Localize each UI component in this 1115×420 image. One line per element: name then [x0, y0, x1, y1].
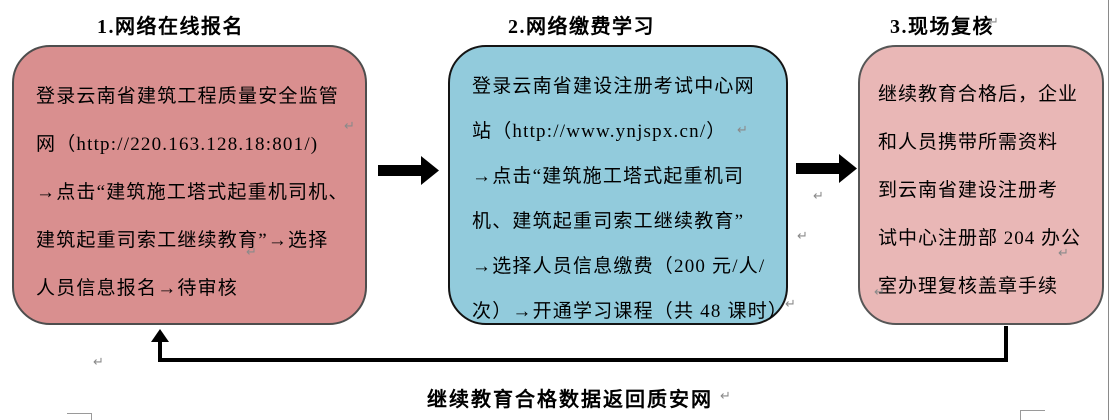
paragraph-mark-icon: ↵: [93, 355, 104, 370]
step-2-text-line: 登录云南省建设注册考试中心网: [472, 76, 755, 97]
step-2-title: 2.网络缴费学习: [508, 16, 655, 38]
step-1-title: 1.网络在线报名: [97, 16, 244, 38]
step-2-box: 登录云南省建设注册考试中心网 站（http://www.ynjspx.cn/） …: [448, 45, 788, 325]
paragraph-mark-icon: ↵: [785, 297, 796, 312]
paragraph-mark-icon: ↵: [874, 285, 885, 300]
paragraph-mark-icon: ↵: [988, 15, 999, 30]
feedback-line-horizontal: [158, 358, 1008, 362]
text-boundary-mark: [1020, 410, 1045, 420]
feedback-caption: 继续教育合格数据返回质安网: [427, 389, 713, 411]
step-2-text-line: →选择人员信息缴费（200 元/人/: [472, 256, 766, 277]
paragraph-mark-icon: ↵: [1058, 246, 1069, 261]
paragraph-mark-icon: ↵: [344, 119, 355, 134]
step-3-text-line: 继续教育合格后，企业: [878, 84, 1079, 105]
paragraph-mark-icon: ↵: [737, 123, 748, 138]
step-3-box: 继续教育合格后，企业 和人员携带所需资料 到云南省建设注册考 试中心注册部 20…: [858, 45, 1104, 325]
paragraph-mark-icon: ↵: [797, 229, 808, 244]
feedback-line-right-vertical: [1004, 326, 1008, 362]
step-1-text-line: 登录云南省建筑工程质量安全监管: [36, 86, 340, 107]
paragraph-mark-icon: ↵: [813, 189, 824, 204]
feedback-line-left-vertical: [158, 341, 162, 361]
step-2-text-line: 次）→开通学习课程（共 48 课时）: [472, 301, 789, 322]
step-2-text-line: 机、建筑起重司索工继续教育”: [472, 211, 745, 232]
text-boundary-mark: [67, 413, 92, 420]
block-arrow-step2-to-step3-icon: [796, 154, 857, 183]
step-1-text-line: 网（http://220.163.128.18:801/): [36, 134, 319, 155]
step-2-text-line: 站（http://www.ynjspx.cn/）: [472, 121, 727, 142]
step-3-title: 3.现场复核: [890, 16, 994, 38]
step-3-text-line: 和人员携带所需资料: [878, 132, 1059, 153]
step-3-text-line: 到云南省建设注册考: [878, 180, 1059, 201]
paragraph-mark-icon: ↵: [246, 245, 257, 260]
block-arrow-step1-to-step2-icon: [378, 156, 439, 185]
step-1-text-line: →点击“建筑施工塔式起重机司机、: [36, 182, 349, 203]
step-2-text-line: →点击“建筑施工塔式起重机司: [472, 166, 745, 187]
paragraph-mark-icon: ↵: [720, 389, 731, 404]
step-1-text-line: 建筑起重司索工继续教育”→选择: [36, 230, 329, 251]
page-border-line: [1108, 0, 1109, 420]
step-3-text-line: 试中心注册部 204 办公: [878, 228, 1082, 249]
step-3-text-line: 室办理复核盖章手续: [878, 276, 1059, 297]
step-1-text-line: 人员信息报名→待审核: [36, 278, 239, 299]
feedback-arrowhead-up-icon: [151, 329, 169, 342]
step-1-box: 登录云南省建筑工程质量安全监管 网（http://220.163.128.18:…: [12, 45, 367, 325]
